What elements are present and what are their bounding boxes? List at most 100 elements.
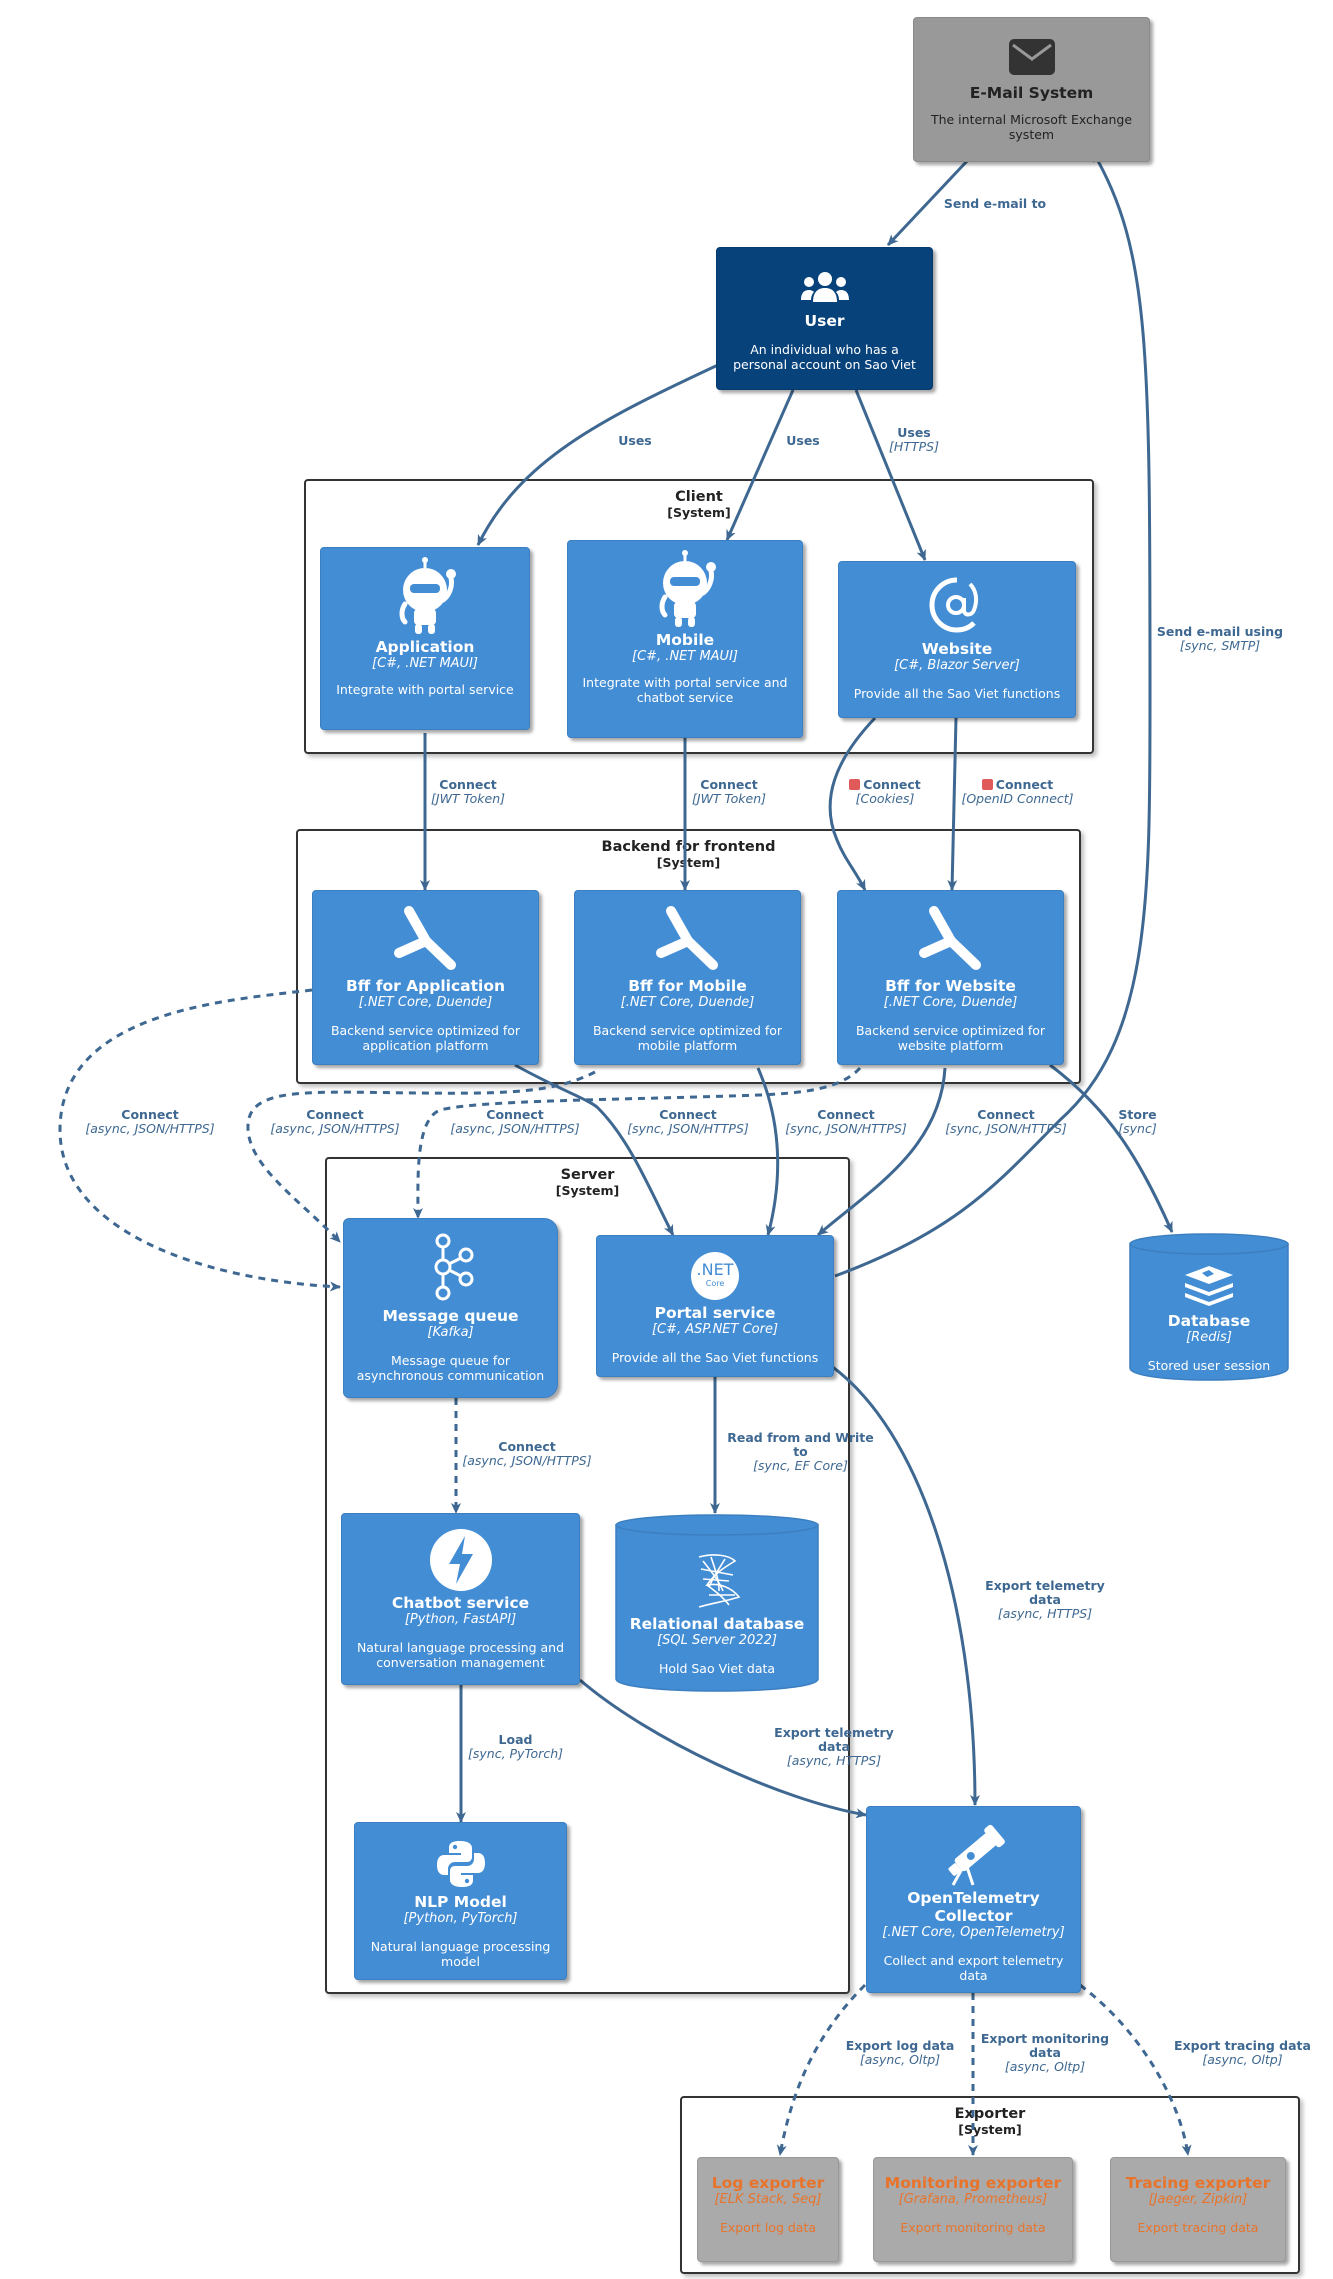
users-icon	[800, 272, 849, 302]
mobile-title: Mobile	[655, 631, 715, 649]
edge-label-tech: [JWT Token]	[431, 791, 505, 806]
chatbot-service-title: Chatbot service	[391, 1594, 530, 1612]
edge-label-web-bff-cookies: Connect [Cookies]	[835, 778, 935, 806]
edge-label-otel-mon: Export monitoring data [async, Oltp]	[970, 2032, 1120, 2074]
bff-mobile-title: Bff for Mobile	[628, 977, 747, 995]
chatbot-service-node[interactable]: Chatbot service [Python, FastAPI] Natura…	[341, 1513, 580, 1685]
edge-label-text-value: Connect	[995, 777, 1054, 792]
edge-label-bffweb-portal: Connect [sync, JSON/HTTPS]	[926, 1108, 1086, 1136]
edge-label-text: Connect	[817, 1107, 875, 1122]
edge-otel-trc	[1079, 1983, 1192, 2156]
bff-application-title: Bff for Application	[345, 977, 506, 995]
monitoring-exporter-tech: [Grafana, Prometheus]	[898, 2192, 1048, 2207]
chatbot-service-desc: Natural language processing and conversa…	[356, 1640, 565, 1670]
edge-label-text: Connect	[977, 1107, 1035, 1122]
nlp-model-node[interactable]: NLP Model [Python, PyTorch] Natural lang…	[354, 1822, 567, 1980]
redis-database-node[interactable]: Database [Redis] Stored user session	[1128, 1232, 1290, 1382]
bff-application-node[interactable]: Bff for Application [.NET Core, Duende] …	[312, 890, 539, 1065]
monitoring-exporter-desc: Export monitoring data	[900, 2220, 1046, 2235]
log-exporter-node[interactable]: Log exporter [ELK Stack, Seq] Export log…	[697, 2157, 839, 2262]
log-exporter-desc: Export log data	[719, 2220, 817, 2235]
edge-label-text: Connect	[659, 1107, 717, 1122]
edge-label-text: Read from and Write to	[727, 1430, 874, 1459]
bff-mobile-tech: [.NET Core, Duende]	[620, 995, 755, 1010]
tracing-exporter-node[interactable]: Tracing exporter [Jaeger, Zipkin] Export…	[1110, 2157, 1286, 2262]
portal-service-node[interactable]: .NET Core Portal service [C#, ASP.NET Co…	[596, 1235, 834, 1377]
edge-label-text: Store	[1118, 1107, 1157, 1122]
edge-label-text: Export telemetry data	[985, 1578, 1105, 1607]
bff-mobile-desc: Backend service optimized for mobile pla…	[592, 1023, 783, 1053]
client-boundary: Client [System]	[304, 479, 1094, 754]
log-exporter-tech: [ELK Stack, Seq]	[714, 2192, 822, 2207]
duende-icon	[918, 906, 981, 970]
website-node[interactable]: Website [C#, Blazor Server] Provide all …	[838, 561, 1076, 718]
email-system-desc: The internal Microsoft Exchange system	[930, 112, 1133, 142]
mobile-tech: [C#, .NET MAUI]	[632, 649, 738, 664]
edge-uses-web	[854, 389, 927, 561]
nlp-model-title: NLP Model	[414, 1893, 507, 1911]
dotnet-bot-icon	[399, 557, 456, 634]
application-title: Application	[375, 638, 475, 656]
website-desc: Provide all the Sao Viet functions	[853, 686, 1061, 701]
dotnet-core-icon: .NET Core	[691, 1252, 739, 1300]
edge-label-bffapp-mq: Connect [async, JSON/HTTPS]	[70, 1108, 230, 1136]
nlp-model-desc: Natural language processing model	[370, 1939, 551, 1969]
bff-website-tech: [.NET Core, Duende]	[883, 995, 1018, 1010]
mobile-desc: Integrate with portal service and chatbo…	[582, 675, 788, 705]
edge-send-email-using	[834, 151, 1152, 1278]
bff-website-node[interactable]: Bff for Website [.NET Core, Duende] Back…	[837, 890, 1064, 1065]
edge-portal-otel	[829, 1363, 980, 1806]
message-queue-node[interactable]: Message queue [Kafka] Message queue for …	[343, 1218, 558, 1398]
edge-label-otel-trc: Export tracing data [async, Oltp]	[1160, 2039, 1325, 2067]
edge-label-tech: [sync]	[1118, 1121, 1157, 1136]
portal-service-title: Portal service	[654, 1304, 776, 1322]
edge-label-bffweb-mq: Connect [async, JSON/HTTPS]	[435, 1108, 595, 1136]
tracing-exporter-desc: Export tracing data	[1137, 2220, 1259, 2235]
duende-icon	[655, 906, 718, 970]
edge-label-send-email-to: Send e-mail to	[930, 197, 1060, 211]
dotnet-bot-icon	[659, 550, 716, 627]
edge-label-text: Send e-mail to	[943, 196, 1047, 211]
edge-label-web-bff-oidc: Connect [OpenID Connect]	[955, 778, 1080, 806]
edge-bffmobile-portal	[756, 1067, 780, 1236]
edge-label-tech: [sync, PyTorch]	[467, 1746, 563, 1761]
application-node[interactable]: Application [C#, .NET MAUI] Integrate wi…	[320, 547, 530, 730]
client-boundary-type: [System]	[667, 505, 731, 520]
portal-service-tech: [C#, ASP.NET Core]	[651, 1322, 779, 1337]
edge-bffweb-mq	[412, 1066, 862, 1219]
envelope-icon	[1008, 39, 1055, 75]
edge-label-bffmobile-portal: Connect [sync, JSON/HTTPS]	[766, 1108, 926, 1136]
mobile-node[interactable]: Mobile [C#, .NET MAUI] Integrate with po…	[567, 540, 803, 738]
opentelemetry-collector-node[interactable]: OpenTelemetry Collector [.NET Core, Open…	[866, 1806, 1081, 1993]
edge-label-tech: [async, JSON/HTTPS]	[270, 1121, 400, 1136]
tracing-exporter-tech: [Jaeger, Zipkin]	[1148, 2192, 1248, 2207]
bff-boundary-title: Backend for frontend	[601, 839, 776, 855]
edge-bffapp-mq	[58, 988, 341, 1292]
sql-server-icon	[698, 1554, 741, 1608]
redis-database-tech: [Redis]	[1186, 1330, 1232, 1345]
edge-label-bffapp-portal: Connect [sync, JSON/HTTPS]	[608, 1108, 768, 1136]
user-person-node[interactable]: User An individual who has a personal ac…	[716, 247, 933, 390]
edge-label-app-bff: Connect [JWT Token]	[418, 778, 518, 806]
edge-send-email-to	[886, 158, 970, 247]
edge-bffmobile-mq	[246, 1070, 596, 1244]
edge-label-tech: [JWT Token]	[692, 791, 766, 806]
relational-database-node[interactable]: Relational database [SQL Server 2022] Ho…	[614, 1513, 820, 1693]
website-title: Website	[921, 640, 993, 658]
relational-database-tech: [SQL Server 2022]	[657, 1633, 777, 1648]
edge-label-text: Send e-mail using	[1156, 624, 1284, 639]
edge-label-tech: [async, HTTPS]	[997, 1606, 1093, 1621]
monitoring-exporter-node[interactable]: Monitoring exporter [Grafana, Prometheus…	[873, 2157, 1073, 2262]
cylinder-shape	[615, 1514, 819, 1692]
warning-icon	[849, 779, 861, 790]
edge-label-chatbot-nlp: Load [sync, PyTorch]	[458, 1733, 573, 1761]
edge-bffweb-redis	[1049, 1063, 1174, 1233]
bff-mobile-node[interactable]: Bff for Mobile [.NET Core, Duende] Backe…	[574, 890, 801, 1065]
email-system-node[interactable]: E-Mail System The internal Microsoft Exc…	[913, 17, 1150, 162]
edge-label-uses-web: Uses [HTTPS]	[874, 426, 954, 454]
edge-uses-mobile	[725, 389, 795, 541]
edge-label-tech: [sync, JSON/HTTPS]	[785, 1121, 907, 1136]
edge-label-chatbot-otel: Export telemetry data [async, HTTPS]	[759, 1726, 909, 1768]
edge-label-tech: [Cookies]	[855, 791, 915, 806]
